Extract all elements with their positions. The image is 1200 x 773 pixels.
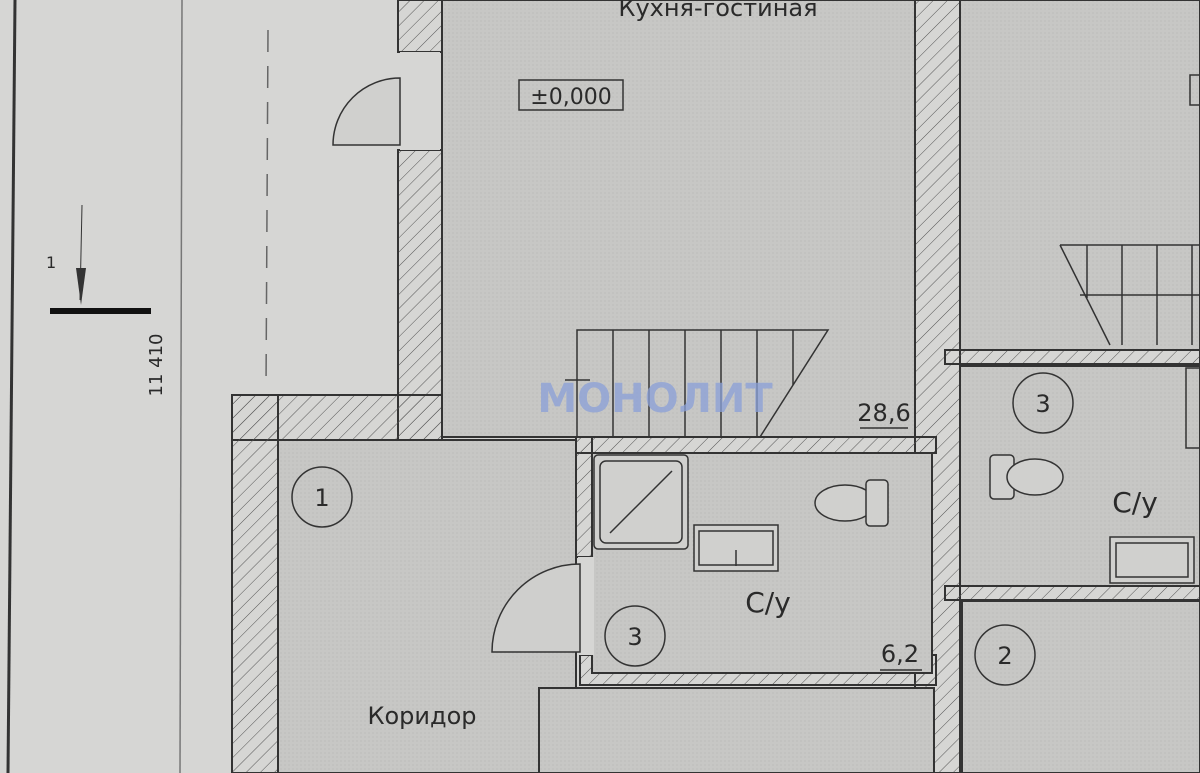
kitchen-label: Кухня-гостиная — [618, 0, 817, 22]
toilet-icon — [814, 479, 889, 527]
toilet-right-icon — [989, 454, 1064, 500]
right-room-number-circle — [974, 624, 1036, 686]
dashed-line — [265, 29, 269, 391]
stairs — [565, 329, 830, 438]
corridor-number-circle — [291, 466, 353, 528]
kitchen-living-room — [441, 0, 916, 438]
outer-line — [6, 0, 17, 773]
section-mark — [50, 204, 151, 314]
section-mark-label: 1 — [46, 253, 56, 272]
level-mark: ±0,000 — [530, 85, 611, 110]
bathroom-number: 3 — [627, 623, 642, 651]
corridor-label: Коридор — [367, 702, 476, 730]
right-top-room — [959, 0, 1200, 351]
boundary-line — [179, 0, 183, 773]
bathtub-icon — [1185, 367, 1200, 449]
right-room — [961, 600, 1200, 773]
door-top — [332, 52, 440, 150]
stairs-right — [1059, 244, 1200, 346]
kitchen-area: 28,6 — [857, 399, 910, 427]
watermark-text: МОНОЛИТ — [537, 376, 773, 422]
door-bathroom — [491, 557, 594, 655]
sink-right-icon — [1109, 536, 1195, 584]
corridor-number: 1 — [314, 484, 329, 512]
right-bathroom-label: С/у — [1112, 486, 1158, 519]
dimension-label: 11 410 — [146, 334, 167, 397]
sink-icon — [693, 524, 779, 572]
bottom-room — [538, 687, 935, 773]
bathroom-label: С/у — [745, 586, 791, 619]
level-mark-box — [518, 79, 624, 111]
right-room-number: 2 — [997, 642, 1012, 670]
bathroom-area: 6,2 — [881, 640, 919, 668]
fixture-icon — [1189, 74, 1200, 106]
right-bathroom-number-circle — [1012, 372, 1074, 434]
right-bathroom-number: 3 — [1035, 390, 1050, 418]
shower-icon — [593, 454, 689, 550]
bathroom-number-circle — [604, 605, 666, 667]
